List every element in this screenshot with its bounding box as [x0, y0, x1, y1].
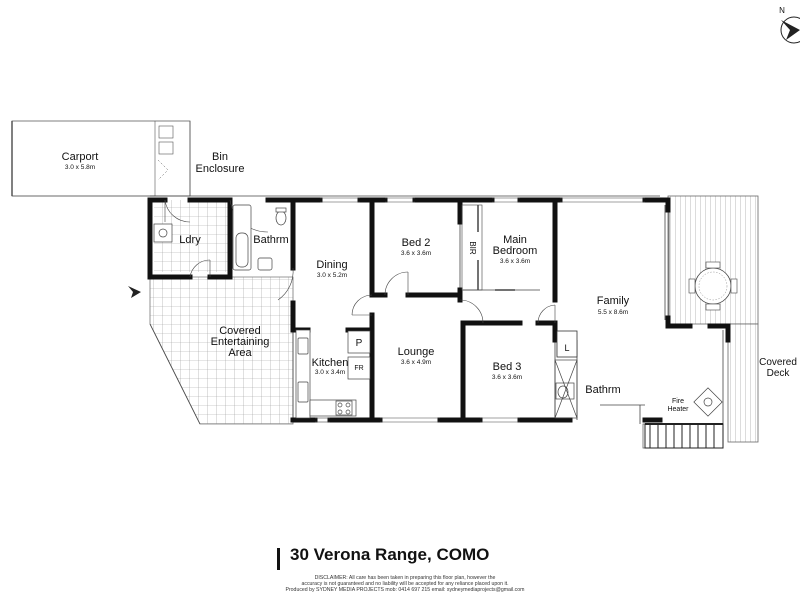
disclaimer-line-2: accuracy is not guaranteed and no liabil…	[301, 581, 509, 588]
bed2-dims: 3.6 x 3.6m	[401, 250, 431, 257]
north-compass-icon: N	[779, 6, 800, 44]
address-accent-bar	[277, 548, 280, 570]
fire-heater-icon	[693, 387, 723, 417]
main-bedroom-label-2: Bedroom	[493, 245, 538, 257]
laundry-label: Ldry	[179, 234, 201, 246]
carport-label: Carport	[62, 151, 99, 163]
kitchen-fixtures	[295, 329, 371, 419]
bin-enclosure-label-1: Bin	[212, 151, 228, 163]
bin-enclosure-label-2: Enclosure	[196, 163, 245, 175]
carport-dims: 3.0 x 5.8m	[65, 164, 95, 171]
dining-label: Dining	[316, 259, 347, 271]
disclaimer-line-1: DISCLAIMER: All care has been taken in p…	[314, 575, 496, 581]
compass-north-label: N	[779, 6, 785, 15]
lounge-label: Lounge	[398, 346, 435, 358]
covered-deck	[642, 195, 759, 449]
linen-label: L	[564, 343, 569, 353]
bir-label: BIR	[468, 241, 477, 255]
dining-dims: 3.0 x 5.2m	[317, 272, 347, 279]
linen-cupboard	[556, 330, 578, 358]
walls	[147, 197, 731, 423]
covered-entertaining-label-1: Covered	[219, 325, 261, 337]
main-bedroom-label-1: Main	[503, 234, 527, 246]
carport-area	[11, 120, 191, 197]
entry-arrow-icon	[128, 286, 141, 298]
bed3-label: Bed 3	[493, 361, 522, 373]
windows	[315, 197, 645, 423]
pantry-label: P	[356, 338, 363, 349]
family-dims: 5.5 x 8.6m	[598, 309, 628, 316]
fire-heater-label-1: Fire	[672, 398, 684, 405]
family-label: Family	[597, 295, 630, 307]
bathroom2-shower	[554, 359, 578, 419]
main-bedroom-dims: 3.6 x 3.6m	[500, 258, 530, 265]
bed3-dims: 3.6 x 3.6m	[492, 374, 522, 381]
covered-deck-label-1: Covered	[759, 357, 797, 368]
bathroom2-label: Bathrm	[585, 384, 620, 396]
kitchen-dims: 3.0 x 3.4m	[315, 369, 345, 376]
kitchen-label: Kitchen	[312, 357, 349, 369]
lounge-dims: 3.6 x 4.9m	[401, 359, 431, 366]
bathroom-label: Bathrm	[253, 234, 288, 246]
covered-entertaining-label-3: Area	[228, 347, 252, 359]
fridge-label: FR	[354, 365, 363, 372]
disclaimer: DISCLAIMER: All care has been taken in p…	[270, 575, 540, 594]
covered-entertaining-floor	[149, 276, 294, 425]
deck-stairs	[644, 423, 724, 449]
property-address: 30 Verona Range, COMO	[290, 545, 490, 564]
disclaimer-line-3: Produced by SYDNEY MEDIA PROJECTS mob: 0…	[285, 587, 525, 594]
covered-deck-label-2: Deck	[767, 368, 791, 379]
fire-heater-label-2: Heater	[667, 406, 689, 413]
bed2-label: Bed 2	[402, 237, 431, 249]
covered-entertaining-label-2: Entertaining	[211, 336, 270, 348]
built-in-robe	[461, 204, 515, 291]
